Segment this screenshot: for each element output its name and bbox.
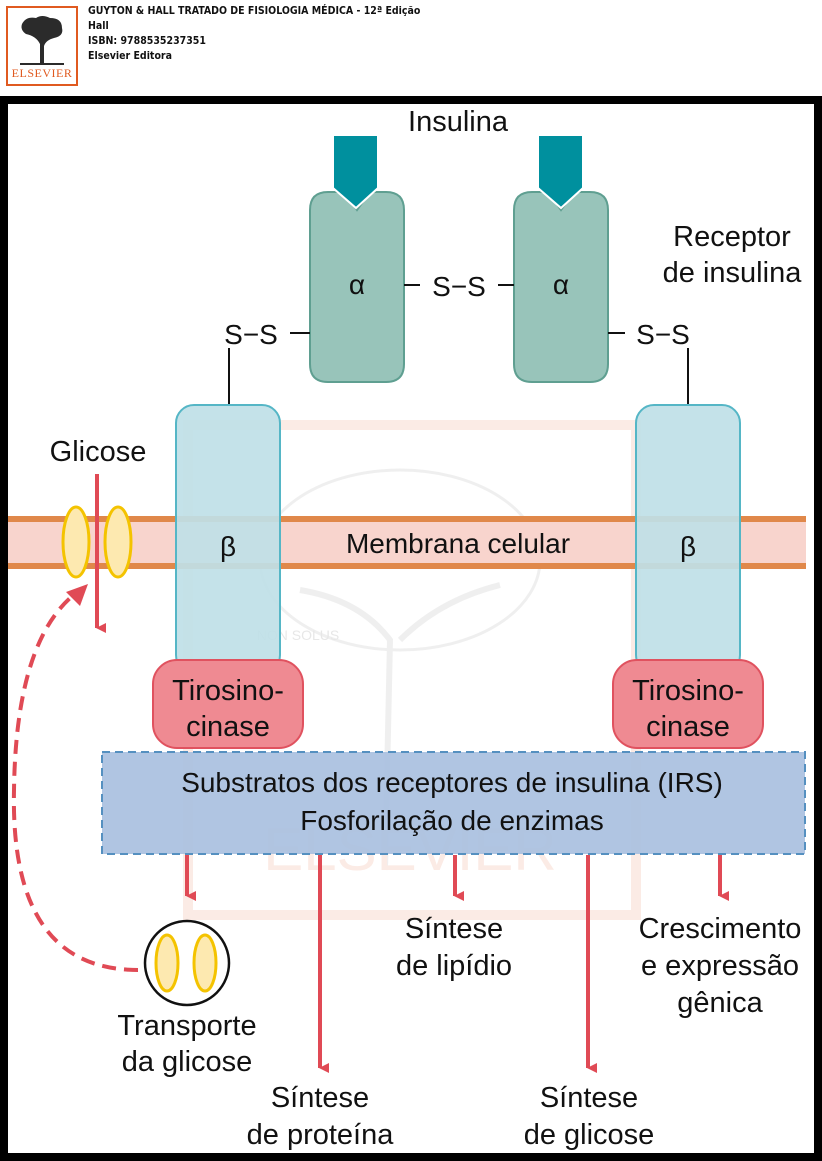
header: ELSEVIER GUYTON & HALL TRATADO DE FISIOL… [0, 0, 822, 96]
logo-text: ELSEVIER [11, 66, 73, 80]
disulfide-bond-center: S−S [432, 271, 486, 302]
transporter-recruitment-arrow [11, 591, 139, 972]
growth-label-line2: e expressão [641, 950, 799, 982]
kinase-left-line1: Tirosino- [172, 675, 284, 707]
membrane-label: Membrana celular [346, 528, 570, 559]
glucose-synthesis-label-line1: Síntese [540, 1082, 638, 1114]
book-isbn: ISBN: 9788535237351 [88, 35, 206, 47]
alpha-subunit-right: α [513, 191, 609, 383]
alpha-subunit-left: α [309, 191, 405, 383]
insulin-receptor-diagram: ELSEVIER NON SOLUS Membrana celular Insu… [8, 106, 806, 1151]
beta-subunit-right: β [635, 404, 741, 674]
kinase-right-line2: cinase [646, 711, 730, 743]
book-publisher: Elsevier Editora [88, 50, 172, 62]
alpha-label-right: α [553, 269, 569, 300]
irs-box: Substratos dos receptores de insulina (I… [101, 751, 806, 855]
disulfide-bond-right: S−S [636, 319, 690, 350]
receptor-label-line1: Receptor [673, 221, 791, 253]
insulin-molecule-right [537, 134, 584, 210]
glucose-channel [61, 505, 133, 579]
transport-label-line1: Transporte [117, 1010, 256, 1042]
alpha-label-left: α [349, 269, 365, 300]
tyrosine-kinase-right: Tirosino- cinase [612, 659, 764, 749]
beta-label-right: β [680, 531, 696, 562]
receptor-label-line2: de insulina [663, 257, 803, 289]
tree-icon [20, 16, 64, 65]
figure-frame: ELSEVIER NON SOLUS Membrana celular Insu… [0, 96, 822, 1161]
protein-label-line1: Síntese [271, 1082, 369, 1114]
insulin-label: Insulina [408, 106, 509, 138]
beta-label-left: β [220, 531, 236, 562]
disulfide-bond-left: S−S [224, 319, 278, 350]
book-info: GUYTON & HALL TRATADO DE FISIOLOGIA MÉDI… [88, 4, 420, 64]
transport-label-line2: da glicose [122, 1046, 253, 1078]
figure-panel: ELSEVIER NON SOLUS Membrana celular Insu… [8, 104, 814, 1153]
lipid-label-line1: Síntese [405, 913, 503, 945]
elsevier-logo: ELSEVIER [6, 6, 78, 86]
beta-subunit-left: β [175, 404, 281, 674]
glucose-label: Glicose [50, 436, 147, 468]
kinase-right-line1: Tirosino- [632, 675, 744, 707]
growth-label-line1: Crescimento [639, 913, 802, 945]
transporter-arrowhead [66, 584, 88, 606]
insulin-molecule-left [332, 134, 379, 210]
tyrosine-kinase-left: Tirosino- cinase [152, 659, 304, 749]
book-title: GUYTON & HALL TRATADO DE FISIOLOGIA MÉDI… [88, 5, 421, 17]
protein-label-line2: de proteína [247, 1119, 395, 1151]
book-author: Hall [88, 20, 109, 32]
kinase-left-line2: cinase [186, 711, 270, 743]
irs-line2: Fosforilação de enzimas [300, 805, 603, 836]
irs-line1: Substratos dos receptores de insulina (I… [181, 767, 723, 798]
lipid-label-line2: de lipídio [396, 950, 512, 982]
glucose-transporter [143, 919, 231, 1007]
glucose-synthesis-label-line2: de glicose [524, 1119, 655, 1151]
growth-label-line3: gênica [677, 987, 763, 1019]
